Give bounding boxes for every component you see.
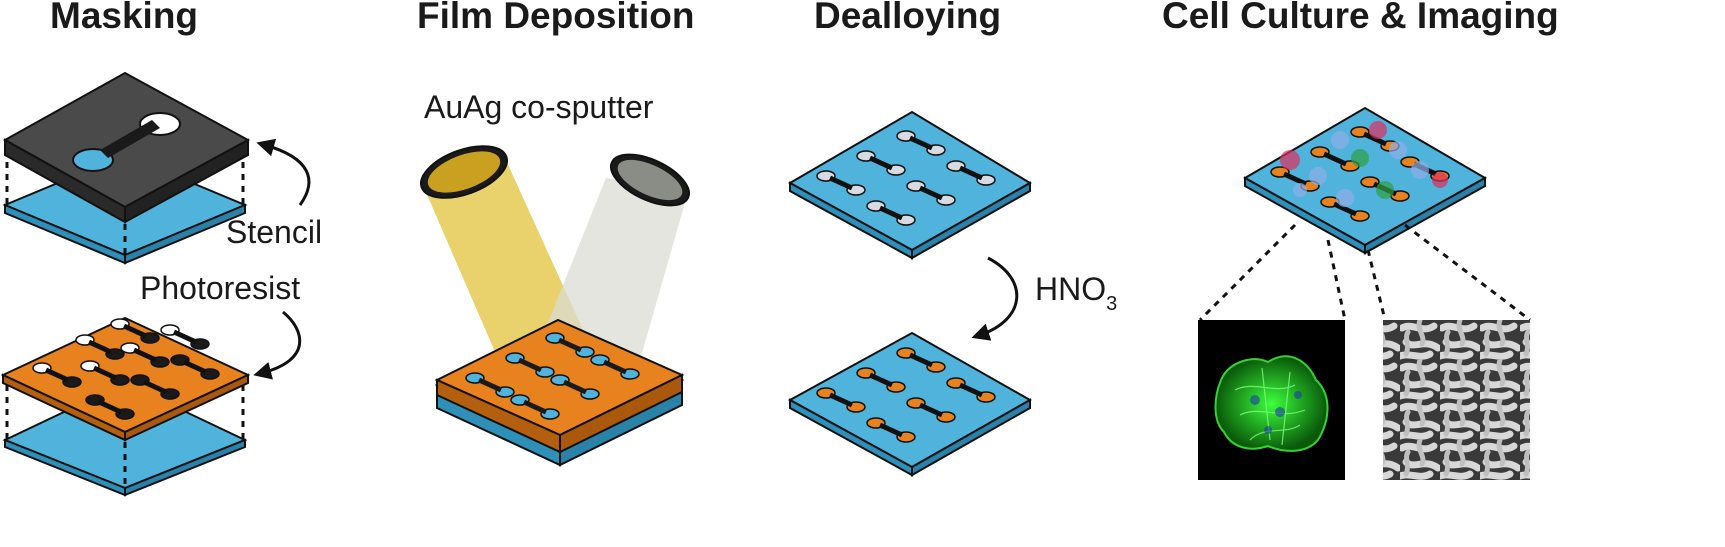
- zoom-line: [1366, 249, 1387, 321]
- zoom-line: [1198, 223, 1297, 322]
- silver-sputter-beam: [545, 153, 690, 360]
- heading-film-deposition: Film Deposition: [417, 0, 695, 36]
- sem-image: [1383, 320, 1530, 480]
- heading-masking: Masking: [50, 0, 198, 36]
- stencil-plate: [2, 71, 251, 224]
- stencil-stack: [2, 71, 251, 265]
- label-stencil: Stencil: [226, 214, 322, 250]
- label-acid-subscript: 3: [1106, 293, 1117, 315]
- photoresist-arrow: [253, 310, 302, 380]
- label-acid-main: HNO: [1035, 271, 1106, 307]
- dealloy-substrate-after: [787, 331, 1033, 477]
- label-acid: HNO3: [1035, 271, 1117, 315]
- deposition-substrate: [434, 318, 685, 467]
- stencil-arrow: [256, 138, 311, 206]
- zoom-line: [1326, 239, 1347, 321]
- cells: [1280, 121, 1448, 207]
- fluorescence-image: [1198, 320, 1345, 480]
- label-photoresist: Photoresist: [140, 270, 300, 306]
- photoresist-layer: [0, 316, 251, 442]
- heading-cell-culture: Cell Culture & Imaging: [1162, 0, 1559, 36]
- zoom-line: [1404, 223, 1531, 322]
- photoresist-stack: [0, 316, 251, 497]
- acid-arrow: [971, 256, 1019, 341]
- heading-dealloying: Dealloying: [814, 0, 1001, 36]
- culture-substrate: [1242, 106, 1488, 255]
- label-sputter: AuAg co-sputter: [424, 89, 654, 125]
- dealloy-substrate-before: [787, 110, 1032, 260]
